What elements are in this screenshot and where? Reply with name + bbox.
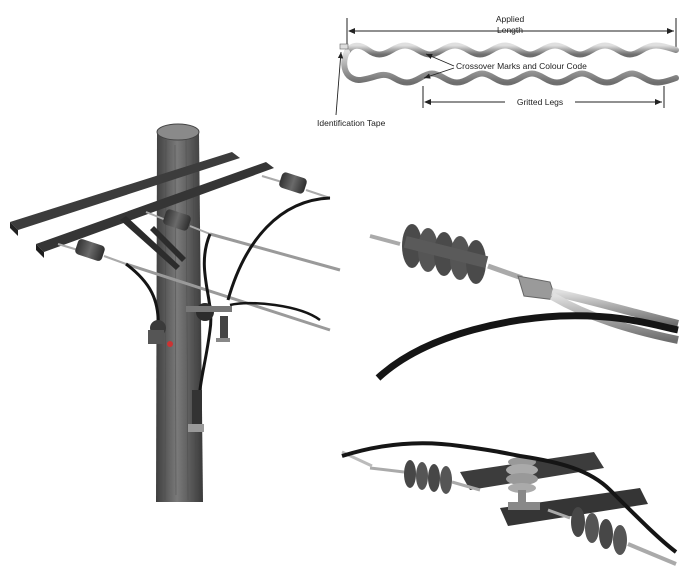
detail-pin-insulator bbox=[506, 457, 538, 508]
guy-grip-diagram: Applied Length Crossover Marks and Colou… bbox=[317, 14, 679, 128]
cutout-fuse-left bbox=[148, 320, 173, 347]
pole-top bbox=[156, 123, 200, 141]
crossover-arrow-lower bbox=[423, 67, 455, 79]
gritted-legs-label: Gritted Legs bbox=[517, 97, 563, 107]
crossover-marks-label: Crossover Marks and Colour Code bbox=[456, 61, 587, 71]
detail-grip-leg-upper bbox=[551, 288, 679, 328]
crossarm-upper bbox=[10, 152, 240, 230]
mounting-bracket bbox=[186, 306, 232, 312]
insulator-string-left bbox=[57, 239, 127, 265]
pole-clamp bbox=[188, 424, 204, 432]
guy-grip-lower-leg bbox=[341, 49, 679, 86]
detail-crossarm-front bbox=[500, 488, 648, 526]
cable-branch bbox=[229, 301, 321, 322]
insulator-string-right bbox=[261, 172, 331, 199]
detail-cable bbox=[375, 312, 679, 381]
crossarm-brace-right bbox=[150, 226, 186, 262]
detail-clevis bbox=[517, 275, 557, 301]
identification-tape-marker bbox=[339, 43, 349, 50]
crossarm-lower bbox=[36, 162, 274, 252]
detail-insulator-right bbox=[547, 507, 677, 566]
identification-tape-leader bbox=[335, 51, 344, 116]
cable-guard bbox=[192, 390, 202, 426]
identification-tape-label: Identification Tape bbox=[317, 118, 386, 128]
detail-insulator-grip bbox=[369, 224, 679, 381]
guy-grip-upper-leg bbox=[344, 42, 679, 58]
conductor-center bbox=[209, 232, 341, 272]
applied-length-label-line2: Length bbox=[497, 25, 523, 35]
crossover-arrow-upper bbox=[425, 53, 455, 67]
applied-length-label-line1: Applied bbox=[496, 14, 525, 24]
detail-cable-black bbox=[341, 441, 678, 554]
cable-right bbox=[226, 196, 331, 301]
cutout-fuse-right bbox=[216, 316, 230, 342]
pole-assembly bbox=[10, 123, 341, 502]
detail-crossarm-view bbox=[341, 441, 678, 566]
detail-insulator-left bbox=[369, 460, 481, 494]
detail-bracket bbox=[508, 502, 540, 510]
detail-insulator bbox=[402, 224, 489, 284]
insulator-string-center bbox=[145, 209, 211, 235]
crossarm-brace-left bbox=[120, 216, 180, 270]
detail-grip-leg-lower bbox=[549, 292, 679, 344]
